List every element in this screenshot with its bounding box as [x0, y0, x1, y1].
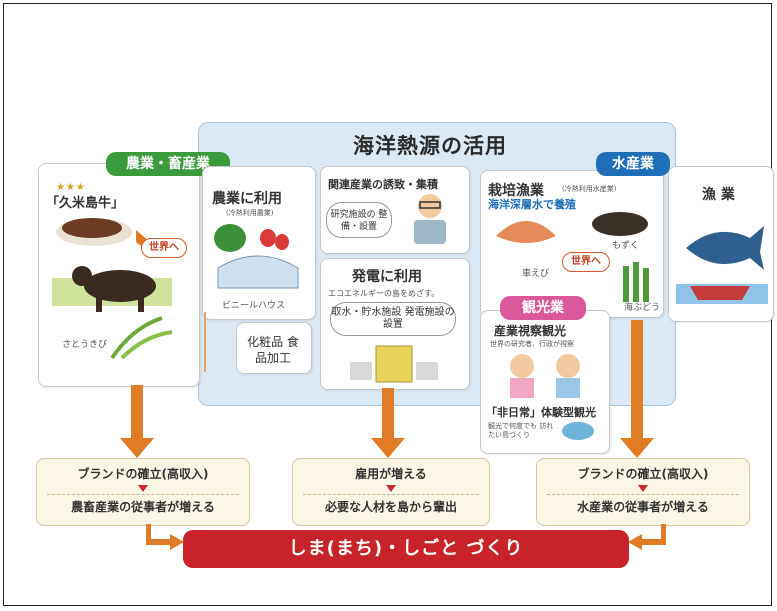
world-badge-fish: 世界へ	[562, 252, 610, 272]
down-triangle-icon	[386, 485, 396, 492]
aquaculture-title: 栽培漁業	[488, 183, 544, 199]
world-badge-agri: 世界へ	[141, 238, 187, 258]
mozuku-icon	[592, 212, 648, 236]
greenhouse-icon	[217, 255, 299, 289]
aquaculture-title-note: (冷熱利用水産業)	[562, 185, 617, 193]
tourism-tag: 観光業	[500, 296, 586, 320]
agri-livestock-tag: 農業・畜産業	[106, 152, 230, 176]
agri-illustration	[52, 218, 173, 360]
result-fish-line1: ブランドの確立(高収入)	[577, 467, 709, 481]
mozuku-label: もずく	[612, 241, 640, 251]
umibudo-icon	[623, 262, 649, 302]
arrow-head-left	[120, 438, 154, 458]
researcher-icon	[418, 194, 442, 218]
power-plant-icon	[375, 345, 413, 383]
industrial-tour-title: 産業視察観光	[494, 324, 567, 338]
arrow-into-banner-left	[146, 524, 184, 550]
arrow-head-center	[371, 438, 405, 458]
result-fish-line2: 水産業の従事者が増える	[577, 500, 709, 514]
cow-icon	[84, 270, 156, 302]
experience-tour-note: 観光で何度でも 訪れたい島づくり	[488, 422, 554, 439]
experience-tour-title: 「非日常」体験型観光	[486, 406, 596, 419]
arrow-shaft-center	[382, 388, 394, 442]
world-arrow-icon	[136, 230, 150, 248]
beef-label: 「久米島牛」	[46, 196, 125, 211]
divider	[47, 494, 239, 495]
main-title: 海洋熱源の活用	[353, 134, 507, 158]
result-employment-line1: 雇用が増える	[355, 467, 427, 481]
farm-use-subtitle: (冷熱利用農業)	[226, 209, 274, 217]
farm-use-title: 農業に利用	[212, 191, 282, 207]
umibudo-label: 海ぶどう	[624, 303, 661, 313]
boat-icon	[690, 286, 750, 300]
aquaculture-subtitle: 海洋深層水で養殖	[488, 198, 576, 211]
fishery-title: 漁 業	[702, 187, 735, 203]
cosmetics-food-label: 化粧品 食品加工	[247, 335, 299, 365]
arrow-into-banner-right	[628, 524, 666, 550]
industrial-tour-subtitle: 世界の研究者、行政が視察	[490, 340, 574, 348]
strawberry-icon	[260, 229, 276, 247]
result-box-agri: ブランドの確立(高収入) 農畜産業の従事者が増える	[36, 458, 250, 526]
result-box-fish: ブランドの確立(高収入) 水産業の従事者が増える	[536, 458, 750, 526]
down-triangle-icon	[638, 485, 648, 492]
intake-facility-pill: 取水・貯水施設 発電施設の設置	[330, 302, 456, 336]
connector-line	[204, 312, 206, 372]
arrow-shaft-left	[131, 385, 143, 441]
spinach-icon	[214, 224, 246, 252]
shrimp-icon	[496, 221, 556, 243]
cosmetics-food-card	[236, 322, 312, 374]
greenhouse-label: ビニールハウス	[222, 301, 286, 311]
researcher-illustration	[414, 194, 446, 244]
sugarcane-icon	[110, 316, 163, 360]
divider	[547, 494, 739, 495]
shrimp-label: 車えび	[522, 269, 550, 279]
result-agri-line2: 農畜産業の従事者が増える	[71, 500, 215, 514]
tuna-icon	[686, 226, 764, 270]
arrow-head-right	[620, 438, 654, 458]
related-industry-title: 関連産業の誘致・集積	[328, 178, 438, 191]
result-agri-line1: ブランドの確立(高収入)	[77, 467, 209, 481]
tourist-icon	[510, 354, 534, 378]
rating-stars: ★★★	[56, 182, 86, 193]
research-facility-pill: 研究施設の 整備・設置	[326, 202, 392, 238]
result-employment-line2: 必要な人材を島から輩出	[324, 500, 457, 514]
fish-tour-illustration	[562, 422, 594, 440]
divider	[303, 494, 479, 495]
diving-icon	[562, 422, 594, 440]
down-triangle-icon	[138, 485, 148, 492]
arrow-shaft-right	[631, 320, 643, 440]
greenhouse-illustration	[214, 224, 299, 289]
result-box-employment: 雇用が増える 必要な人材を島から輩出	[292, 458, 490, 526]
plant-illustration	[350, 345, 438, 383]
tourist-illustration	[510, 354, 580, 398]
power-generation-title: 発電に利用	[352, 269, 422, 285]
fishery-illustration	[676, 226, 768, 304]
sugarcane-label: さとうきび	[62, 340, 108, 350]
steak-icon	[62, 218, 122, 238]
aquaculture-illustration	[496, 212, 649, 302]
goal-banner: しま(まち)・しごと づくり	[183, 530, 629, 568]
fisheries-tag: 水産業	[596, 152, 670, 176]
power-generation-subtitle: エコエネルギーの島をめざす。	[328, 289, 440, 298]
